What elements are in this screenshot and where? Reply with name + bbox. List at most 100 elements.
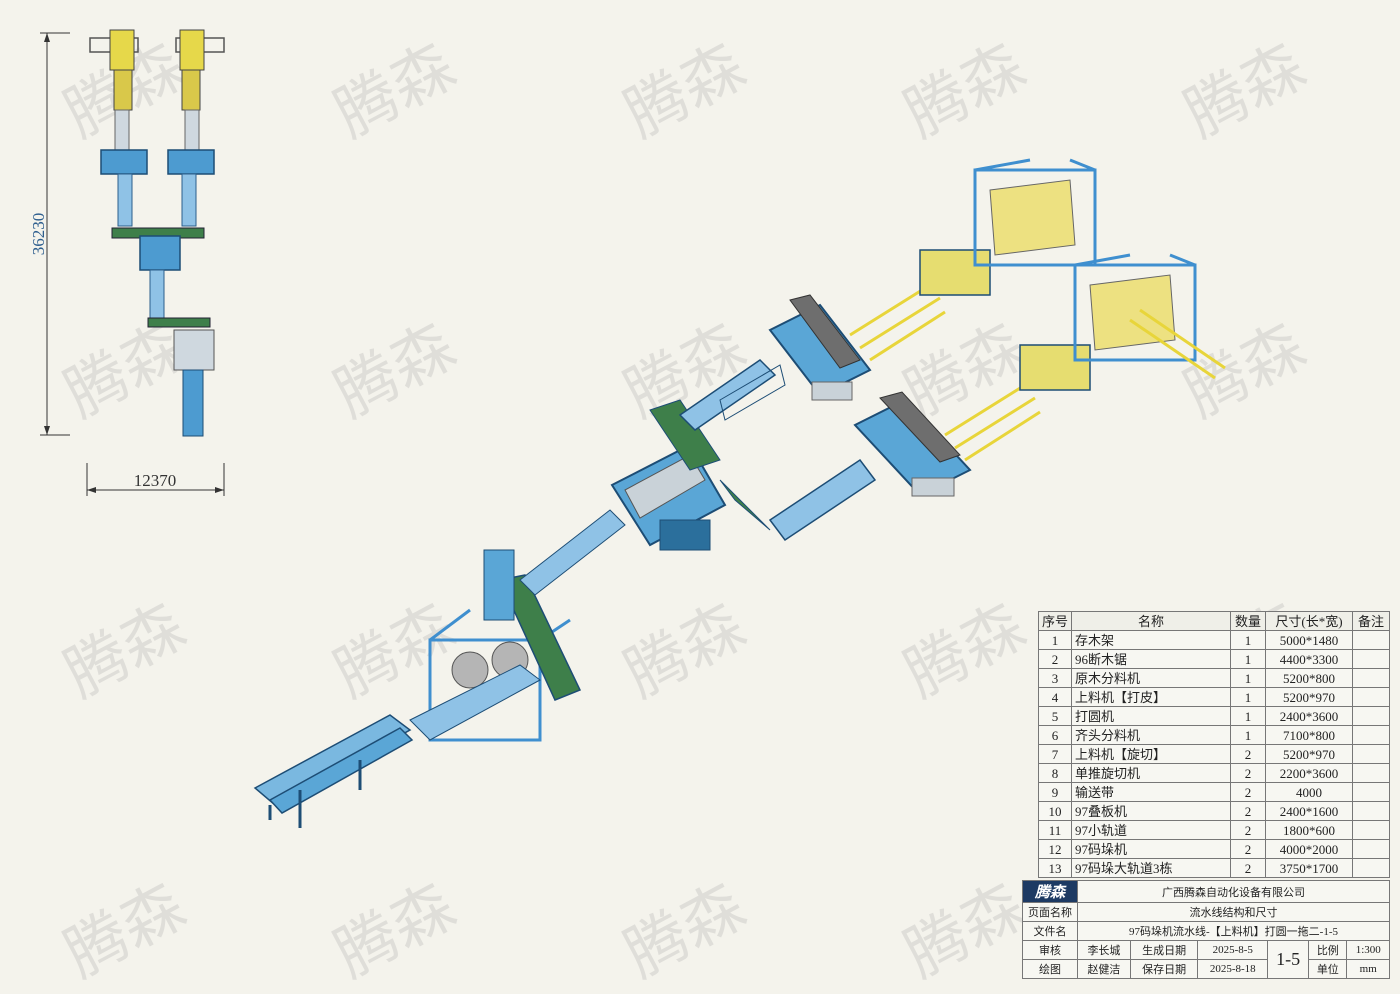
vertical-dimension-label: 36230	[29, 213, 48, 256]
plan-rotary-cutter-left	[100, 149, 148, 175]
stacker-upper	[919, 158, 1097, 296]
company-logo: 腾森	[1022, 880, 1078, 903]
bom-cell-qty: 1	[1230, 668, 1266, 688]
plan-stacker-right	[175, 29, 225, 151]
plan-log-saw	[173, 329, 215, 371]
bom-cell-size: 4400*3300	[1265, 649, 1353, 669]
bom-cell-remark	[1352, 630, 1390, 650]
bom-header-name: 名称	[1071, 611, 1231, 631]
rotary-cutter-lower	[853, 391, 972, 497]
bom-cell-index: 1	[1038, 630, 1072, 650]
bom-cell-size: 2400*1600	[1265, 801, 1353, 821]
bom-cell-size: 4000	[1265, 782, 1353, 802]
reviewer: 李长城	[1077, 940, 1131, 960]
unit-value: mm	[1346, 959, 1390, 979]
bom-cell-qty: 1	[1230, 725, 1266, 745]
bom-cell-qty: 2	[1230, 801, 1266, 821]
created-label: 生成日期	[1129, 940, 1199, 960]
isometric-view	[253, 158, 1226, 828]
bom-cell-remark	[1352, 725, 1390, 745]
log-sorter-conveyor	[483, 509, 626, 701]
bom-cell-remark	[1352, 763, 1390, 783]
bom-cell-index: 6	[1038, 725, 1072, 745]
scale-value: 1:300	[1346, 940, 1390, 960]
bom-cell-qty: 2	[1230, 858, 1266, 878]
unit-label: 单位	[1308, 959, 1348, 979]
bom-cell-index: 12	[1038, 839, 1072, 859]
bom-cell-name: 97码垛大轨道3栋	[1071, 858, 1231, 878]
bom-cell-index: 7	[1038, 744, 1072, 764]
bom-cell-size: 2400*3600	[1265, 706, 1353, 726]
bom-cell-index: 10	[1038, 801, 1072, 821]
saved-date: 2025-8-18	[1197, 959, 1269, 979]
bom-cell-name: 上料机【打皮】	[1071, 687, 1231, 707]
bom-cell-remark	[1352, 820, 1390, 840]
bom-cell-index: 11	[1038, 820, 1072, 840]
bom-cell-name: 97码垛机	[1071, 839, 1231, 859]
page-name-label: 页面名称	[1022, 902, 1078, 922]
bom-cell-size: 7100*800	[1265, 725, 1353, 745]
rotary-cutter-upper	[768, 294, 872, 401]
conveyor-belt-lower	[944, 383, 1041, 462]
title-block: 腾森 广西腾森自动化设备有限公司 页面名称 流水线结构和尺寸 文件名 97码垛机…	[1022, 880, 1390, 979]
bom-cell-name: 97小轨道	[1071, 820, 1231, 840]
bom-cell-qty: 1	[1230, 687, 1266, 707]
plan-rounding-machine	[139, 235, 181, 271]
plan-view: 36230 12370	[29, 29, 225, 496]
bom-cell-remark	[1352, 858, 1390, 878]
bom-cell-name: 97叠板机	[1071, 801, 1231, 821]
scale-label: 比例	[1308, 940, 1348, 960]
bom-cell-name: 打圆机	[1071, 706, 1231, 726]
bom-cell-name: 单推旋切机	[1071, 763, 1231, 783]
file-name-label: 文件名	[1022, 921, 1078, 941]
stacker-lower	[1019, 253, 1226, 391]
log-saw	[409, 608, 571, 742]
bom-cell-size: 2200*3600	[1265, 763, 1353, 783]
bom-cell-index: 8	[1038, 763, 1072, 783]
plan-stacker-left	[89, 29, 139, 151]
bom-cell-remark	[1352, 668, 1390, 688]
created-date: 2025-8-5	[1197, 940, 1269, 960]
bom-cell-qty: 2	[1230, 763, 1266, 783]
bom-cell-remark	[1352, 706, 1390, 726]
company-name: 广西腾森自动化设备有限公司	[1077, 880, 1390, 903]
bom-cell-name: 齐头分料机	[1071, 725, 1231, 745]
bom-cell-qty: 2	[1230, 744, 1266, 764]
bom-cell-index: 9	[1038, 782, 1072, 802]
bom-cell-index: 13	[1038, 858, 1072, 878]
bom-header-size: 尺寸(长*宽)	[1265, 611, 1353, 631]
bom-cell-size: 5200*970	[1265, 687, 1353, 707]
file-name: 97码垛机流水线-【上料机】打圆一拖二-1-5	[1077, 921, 1390, 941]
bom-cell-size: 5000*1480	[1265, 630, 1353, 650]
bom-cell-remark	[1352, 687, 1390, 707]
bom-cell-qty: 2	[1230, 820, 1266, 840]
bom-cell-qty: 1	[1230, 630, 1266, 650]
bom-cell-remark	[1352, 801, 1390, 821]
bom-cell-size: 3750*1700	[1265, 858, 1353, 878]
drafter: 赵健洁	[1077, 959, 1131, 979]
bom-cell-index: 3	[1038, 668, 1072, 688]
bom-cell-name: 存木架	[1071, 630, 1231, 650]
bom-header-row: 序号 名称 数量 尺寸(长*宽) 备注	[1038, 611, 1390, 631]
bom-cell-size: 4000*2000	[1265, 839, 1353, 859]
split-conveyor-lower	[719, 458, 877, 542]
bom-cell-qty: 2	[1230, 782, 1266, 802]
bom-header-remark: 备注	[1352, 611, 1390, 631]
bom-cell-name: 原木分料机	[1071, 668, 1231, 688]
bom-cell-remark	[1352, 649, 1390, 669]
review-label: 审核	[1022, 940, 1078, 960]
bom-cell-index: 2	[1038, 649, 1072, 669]
bom-cell-name: 输送带	[1071, 782, 1231, 802]
page-name: 流水线结构和尺寸	[1077, 902, 1390, 922]
